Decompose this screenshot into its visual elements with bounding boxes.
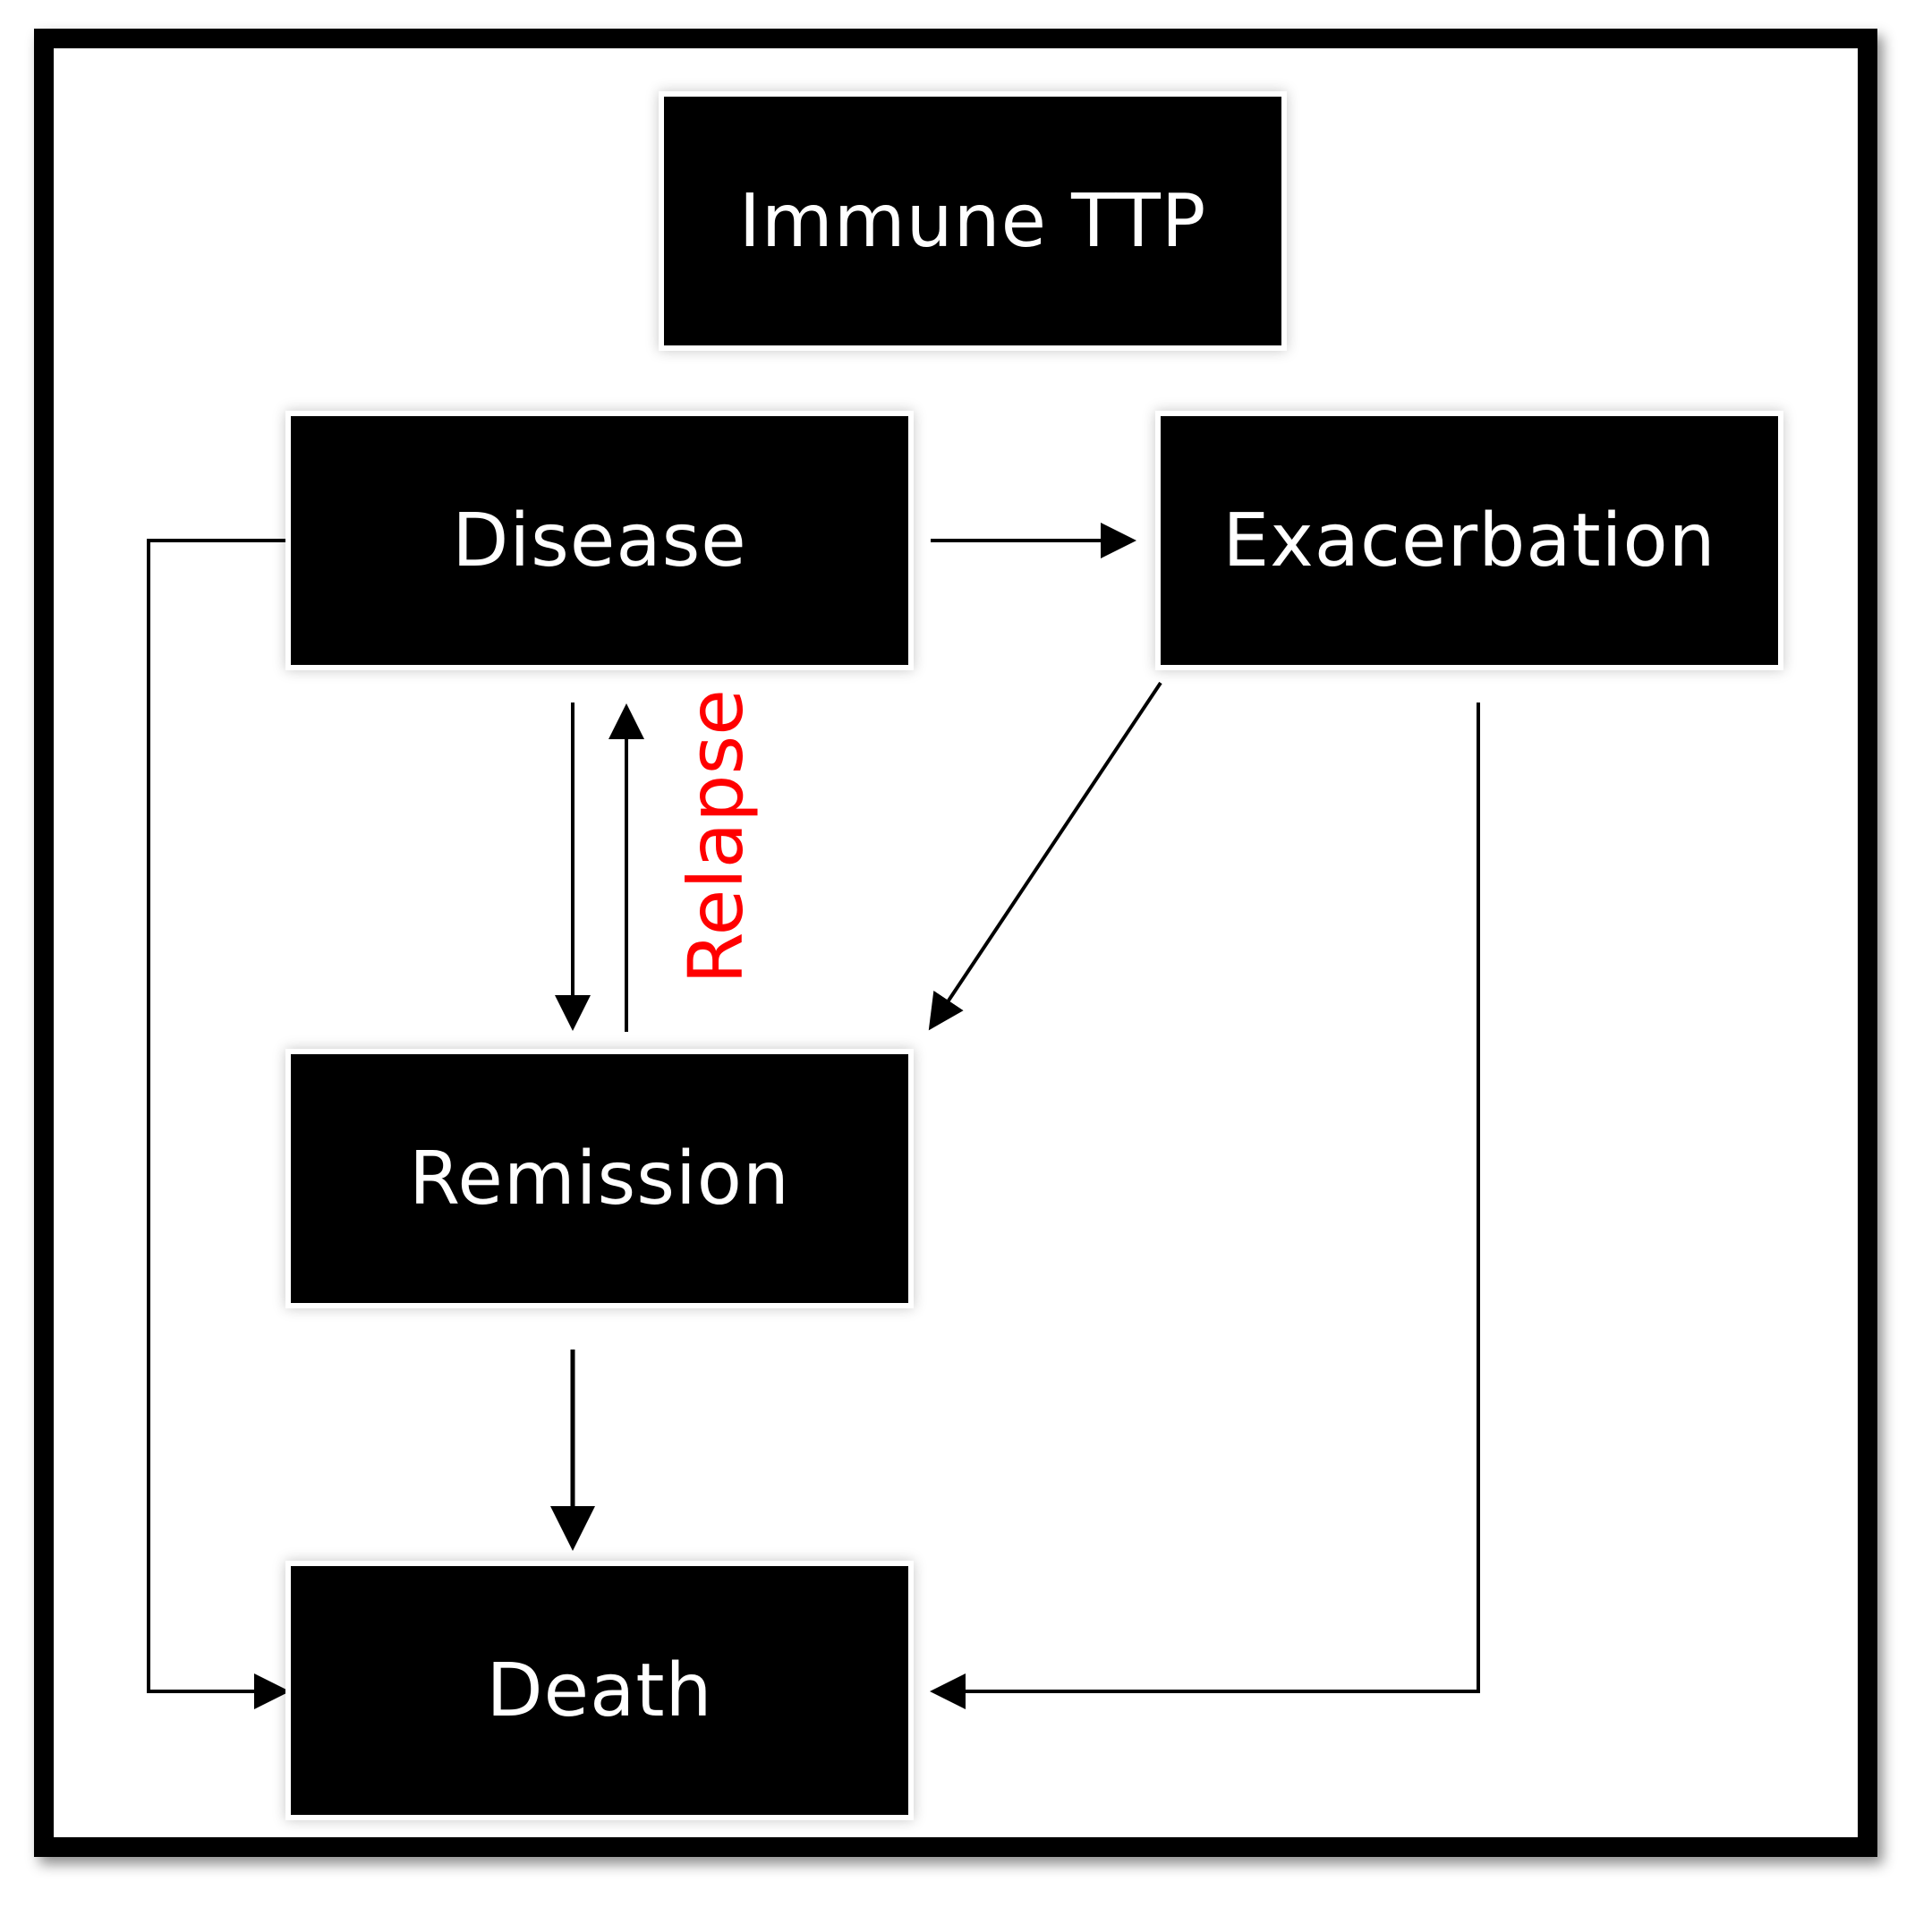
- node-remission: Remission: [285, 1049, 914, 1308]
- edge-exacerbation-to-death: [930, 703, 1480, 1709]
- edge-disease-to-death: [147, 539, 291, 1709]
- node-death: Death: [285, 1561, 914, 1820]
- node-exacerbation: Exacerbation: [1155, 411, 1783, 670]
- node-disease: Disease: [285, 411, 914, 670]
- relapse-label: Relapse: [672, 689, 760, 984]
- node-immune-ttp: Immune TTP: [659, 91, 1287, 351]
- edge-exacerbation-to-remission: [928, 681, 1162, 1031]
